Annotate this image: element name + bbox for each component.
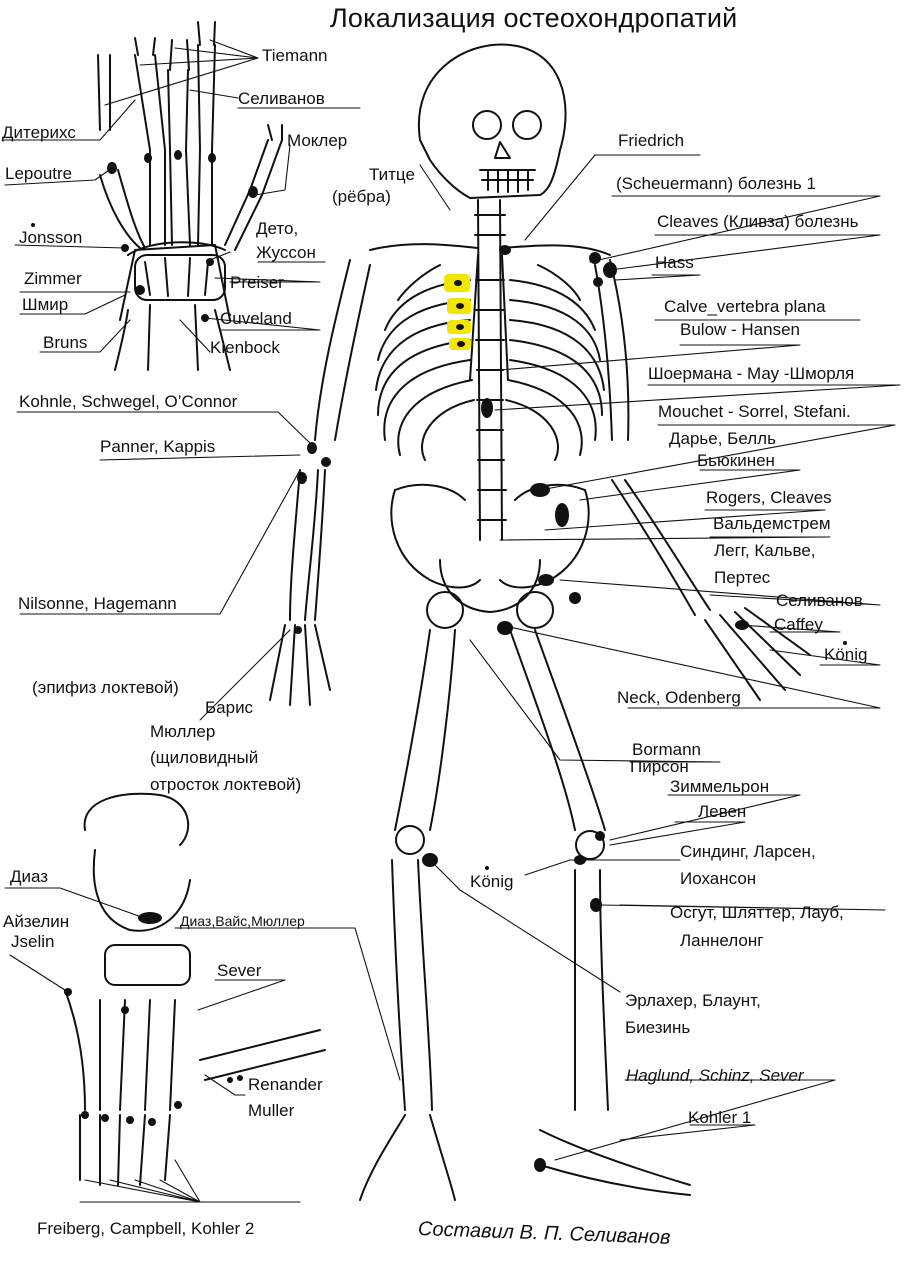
label-valdemstrem: Вальдемстрем [713,514,831,533]
label-iokhanson: Иохансон [680,869,757,888]
label-freiberg: Freiberg, Campbell, Kohler 2 [37,1219,255,1238]
label-neck-odenberg: Neck, Odenberg [617,688,741,707]
label-calve-vertebra: Calve_vertebra plana [664,297,826,316]
label-panner: Panner, Kappis [100,437,216,456]
label-styloid-1: (щиловидный [150,748,259,767]
ribcage-drawing [369,243,611,461]
label-kienbock: Kienbock [210,338,280,357]
hand-drawing [97,21,283,371]
label-tiemann: Tiemann [262,46,328,65]
label-biezin: Биезинь [625,1018,691,1037]
label-perthes: Пертес [714,568,771,587]
label-iselin: Jselin [11,932,55,951]
label-diaz: Диаз [10,867,49,886]
label-muller-lat: Muller [248,1101,295,1120]
label-zimmer: Zimmer [24,269,82,288]
label-zimmelron: Зиммельрон [670,777,770,796]
label-hass: Hass [655,253,694,272]
label-sinding: Синдинг, Ларсен, [680,842,816,861]
label-haglund: Haglund, Schinz, Sever [626,1066,804,1085]
diagram-title: Локализация остеохондропатий [330,3,738,33]
label-lepoutre: Lepoutre [5,164,73,183]
label-scheuermann-mau: Шоермана - Мау -Шморля [648,364,855,383]
label-lannelong: Ланнелонг [680,931,764,950]
label-jonsson: Jonsson [19,228,83,247]
label-erlacher: Эрлахер, Блаунт, [625,991,761,1010]
skull-drawing [417,43,567,199]
tietze-highlight [444,274,471,350]
label-deto: Дето, [256,219,299,238]
label-nilsonne: Nilsonne, Hagemann [18,594,177,613]
label-friedrich: Friedrich [618,131,685,150]
label-epiphysis-ulna: (эпифиз локтевой) [32,678,179,697]
label-konig-hand: König [824,645,868,664]
label-mouchet: Mouchet - Sorrel, Stefani. [658,402,851,421]
label-konig-knee: König [470,872,514,891]
label-darye: Дарье, Белль [669,429,776,448]
label-muller: Мюллер [150,722,216,741]
label-kohnle: Kohnle, Schwegel, O’Connor [19,392,238,411]
label-styloid-2: отросток локтевой) [150,775,302,794]
label-aizelin: Айзелин [3,912,70,931]
lesion-markers [31,150,847,1172]
label-bruns: Bruns [43,333,88,352]
label-diterichs: Дитерихс [2,123,76,142]
label-bormann: Bormann [632,740,701,759]
label-selivanov-hand: Селиванов [238,89,325,108]
label-titze: Титце [369,165,415,184]
label-cleaves-disease: Cleaves (Кливза) болезнь [657,212,859,231]
arms-drawing [269,259,811,706]
label-shmir: Шмир [22,295,69,314]
foot-drawing [64,792,326,1186]
legs-drawing [359,629,691,1201]
label-renander: Renander [248,1075,323,1094]
label-zhusson: Жуссон [256,243,316,262]
label-rogers: Rogers, Cleaves [706,488,832,507]
label-ribs: (рёбра) [332,187,391,206]
label-baris: Барис [205,698,254,717]
label-osgut: Осгут, Шляттер, Лауб, [670,903,844,922]
label-diaz-weiss: Диаз,Вайс,Мюллер [180,913,305,929]
label-cuveland: Cuveland [220,309,292,328]
label-leven: Левен [698,802,747,821]
label-preiser: Preiser [230,273,284,292]
label-buykinen: Бьюкинен [697,451,775,470]
label-pirson: Пирсон [630,757,689,776]
label-scheuermann: (Scheuermann) болезнь 1 [616,174,816,193]
label-legg: Легг, Кальве, [714,541,816,560]
label-selivanov-wrist: Селиванов [776,591,863,610]
label-kohler1: Kohler 1 [688,1108,752,1127]
label-caffey: Caffey [774,615,823,634]
label-mokler: Моклер [287,131,348,150]
label-bulow-hansen: Bulow - Hansen [680,320,801,339]
label-sever-foot: Sever [217,961,262,980]
leader-lines [1,39,901,1203]
